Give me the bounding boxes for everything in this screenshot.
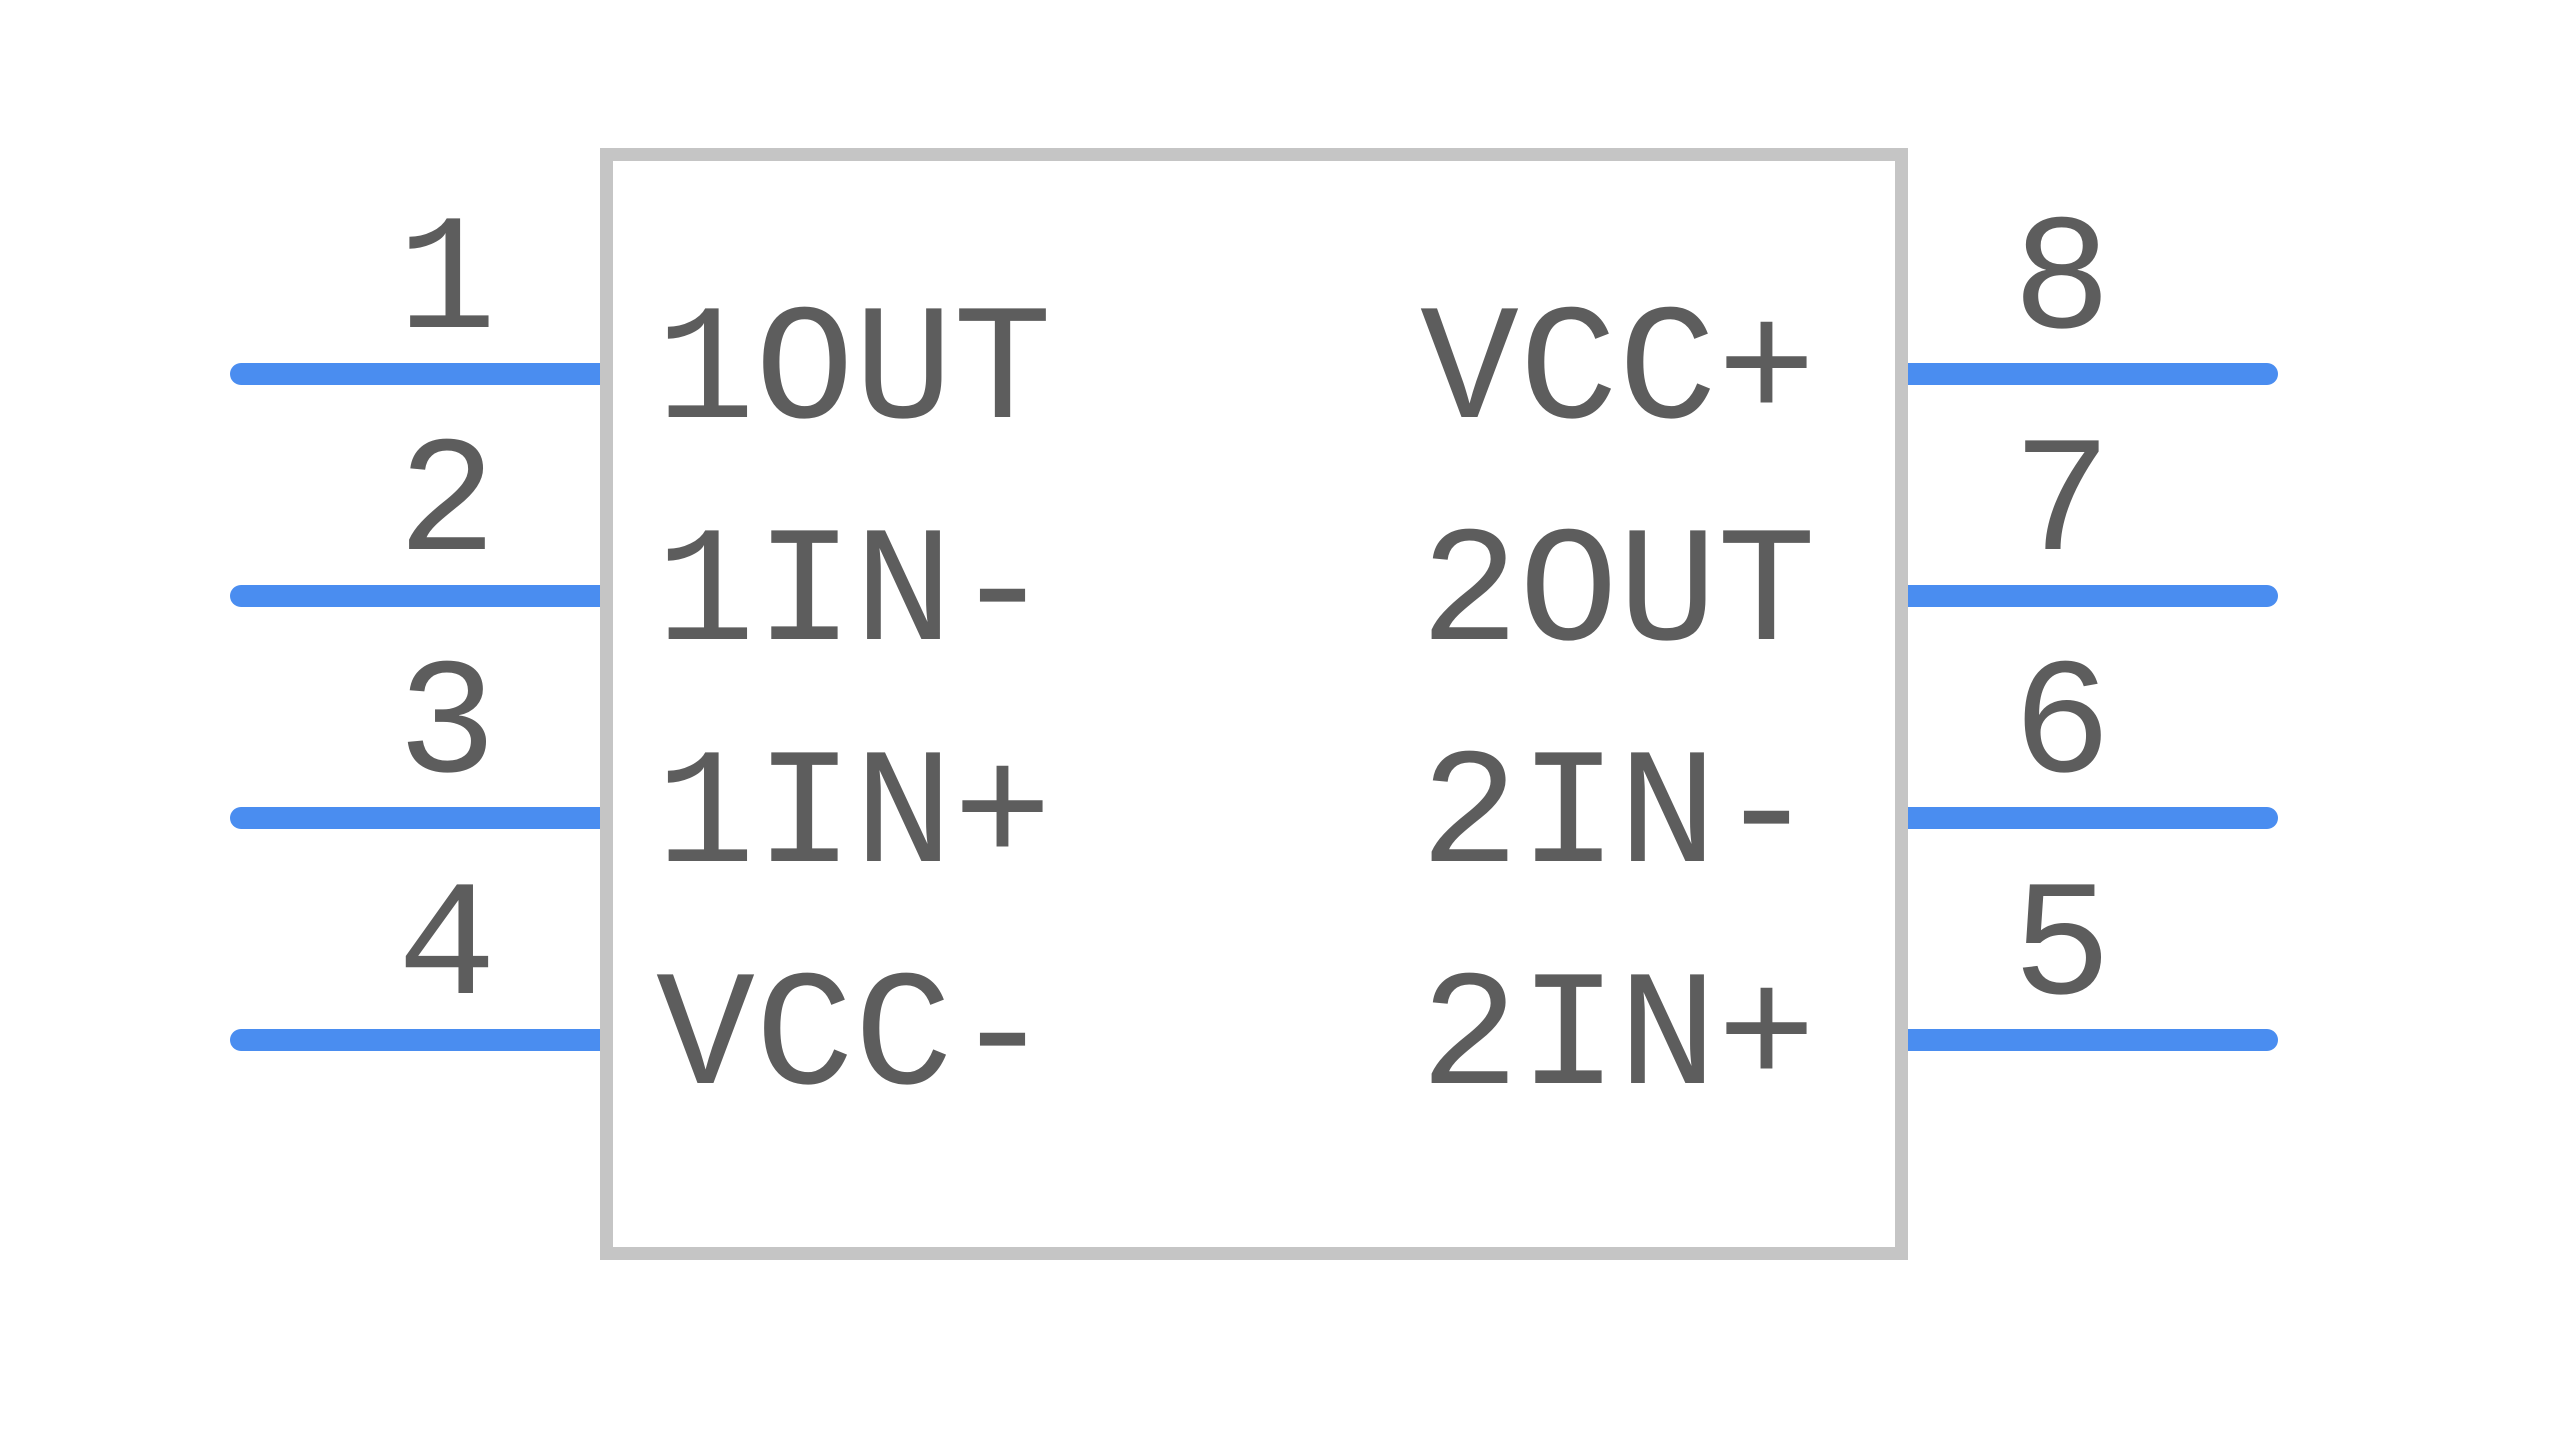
pin-4-number: 4 xyxy=(397,856,497,1043)
pin-2-label: 1IN- xyxy=(656,502,1053,689)
pin-6-number: 6 xyxy=(2012,634,2112,821)
pin-5-lead-line xyxy=(1908,1029,2278,1051)
pin-1-number: 1 xyxy=(397,190,497,377)
pin-3-lead-line xyxy=(230,807,600,829)
pin-7-lead-line xyxy=(1908,585,2278,607)
pin-7-label: 2OUT xyxy=(1420,502,1817,689)
pin-3-number: 3 xyxy=(397,634,497,821)
pin-5-label: 2IN+ xyxy=(1420,946,1817,1133)
pin-2-lead-line xyxy=(230,585,600,607)
pin-6-label: 2IN- xyxy=(1420,724,1817,911)
pin-1-lead-line xyxy=(230,363,600,385)
pin-2-number: 2 xyxy=(397,412,497,599)
pin-4-label: VCC- xyxy=(656,946,1053,1133)
pin-5-number: 5 xyxy=(2012,856,2112,1043)
pin-7-number: 7 xyxy=(2012,412,2112,599)
pin-6-lead-line xyxy=(1908,807,2278,829)
pin-8-lead-line xyxy=(1908,363,2278,385)
pin-1-label: 1OUT xyxy=(656,280,1053,467)
pin-8-number: 8 xyxy=(2012,190,2112,377)
pin-4-lead-line xyxy=(230,1029,600,1051)
pin-8-label: VCC+ xyxy=(1420,280,1817,467)
ic-body-outline xyxy=(600,148,1908,1260)
pin-3-label: 1IN+ xyxy=(656,724,1053,911)
